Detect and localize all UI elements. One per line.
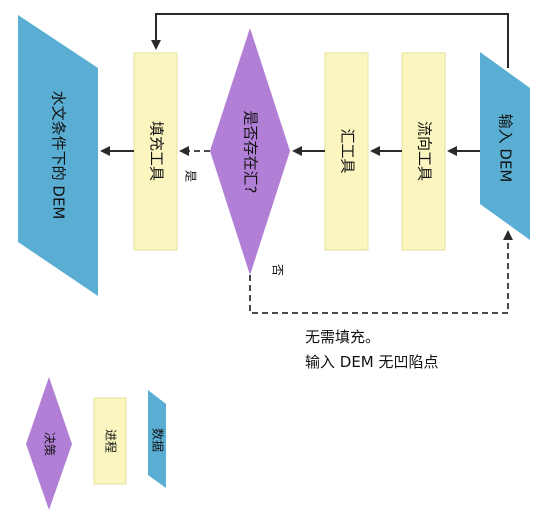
fill-tool-node: 填充工具 — [133, 52, 178, 251]
output-dem-label: 水文条件下的 DEM — [50, 91, 68, 220]
has-sink-decision-node: 是否存在汇? — [210, 28, 290, 275]
input-dem-node: 输入 DEM — [480, 52, 530, 240]
no-label: 否 — [271, 264, 285, 276]
output-dem-shape — [18, 15, 98, 296]
connectors — [100, 13, 509, 156]
legend-decision-shape — [26, 377, 72, 510]
note-line-1: 无需填充。 — [305, 328, 380, 346]
legend: 决策 进程 数据 — [26, 377, 166, 510]
sink-tool-label: 汇工具 — [339, 128, 357, 173]
legend-decision-label: 决策 — [43, 432, 57, 456]
legend-data: 数据 — [148, 390, 166, 488]
note-line-2: 输入 DEM 无凹陷点 — [305, 353, 439, 371]
legend-process-shape — [93, 397, 127, 485]
arrow-input-loop-to-fill — [151, 13, 509, 68]
has-sink-decision-label: 是否存在汇? — [242, 111, 260, 194]
input-dem-label: 输入 DEM — [497, 114, 515, 183]
fill-tool-shape — [133, 52, 178, 251]
has-sink-decision-shape — [210, 28, 290, 275]
flow-direction-tool-node: 流向工具 — [401, 52, 446, 251]
output-dem-node: 水文条件下的 DEM — [18, 15, 98, 296]
dashed-connectors — [179, 146, 513, 314]
legend-decision: 决策 — [26, 377, 72, 510]
legend-process-label: 进程 — [104, 429, 119, 453]
legend-data-shape — [148, 390, 166, 488]
yes-label: 是 — [184, 170, 198, 182]
dashed-no-loop-to-input — [249, 230, 513, 314]
fill-tool-label: 填充工具 — [148, 121, 166, 181]
flow-direction-tool-label: 流向工具 — [416, 121, 434, 181]
legend-process: 进程 — [93, 397, 127, 485]
flow-direction-tool-shape — [401, 52, 446, 251]
sink-tool-node: 汇工具 — [324, 52, 369, 251]
legend-data-label: 数据 — [151, 428, 166, 452]
input-dem-shape — [480, 52, 530, 240]
